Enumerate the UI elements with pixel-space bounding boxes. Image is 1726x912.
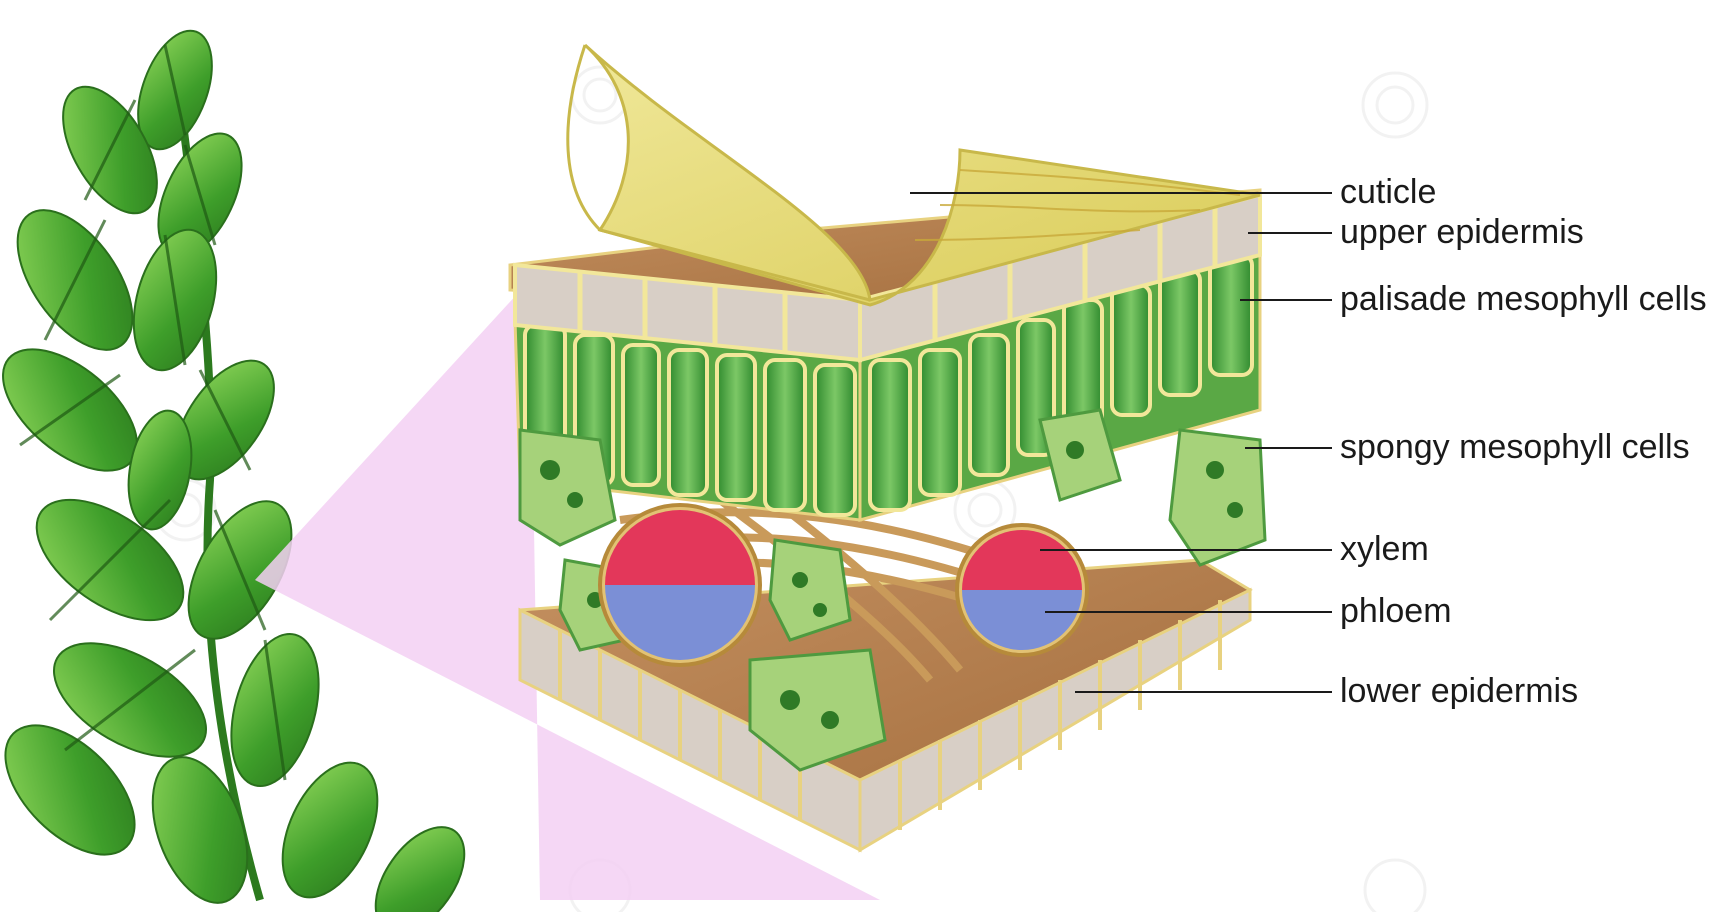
label-cuticle: cuticle [1340,173,1436,211]
labels: cuticle upper epidermis palisade mesophy… [1340,173,1707,710]
label-phloem: phloem [1340,592,1452,630]
label-palisade-mesophyll: palisade mesophyll cells [1340,280,1707,318]
label-spongy-mesophyll: spongy mesophyll cells [1340,428,1690,466]
label-xylem: xylem [1340,530,1429,568]
label-lower-epidermis: lower epidermis [1340,672,1578,710]
leaf-block [510,45,1265,850]
vascular-bundle-left [600,505,760,665]
vascular-bundle-right [957,525,1087,655]
label-upper-epidermis: upper epidermis [1340,213,1584,251]
